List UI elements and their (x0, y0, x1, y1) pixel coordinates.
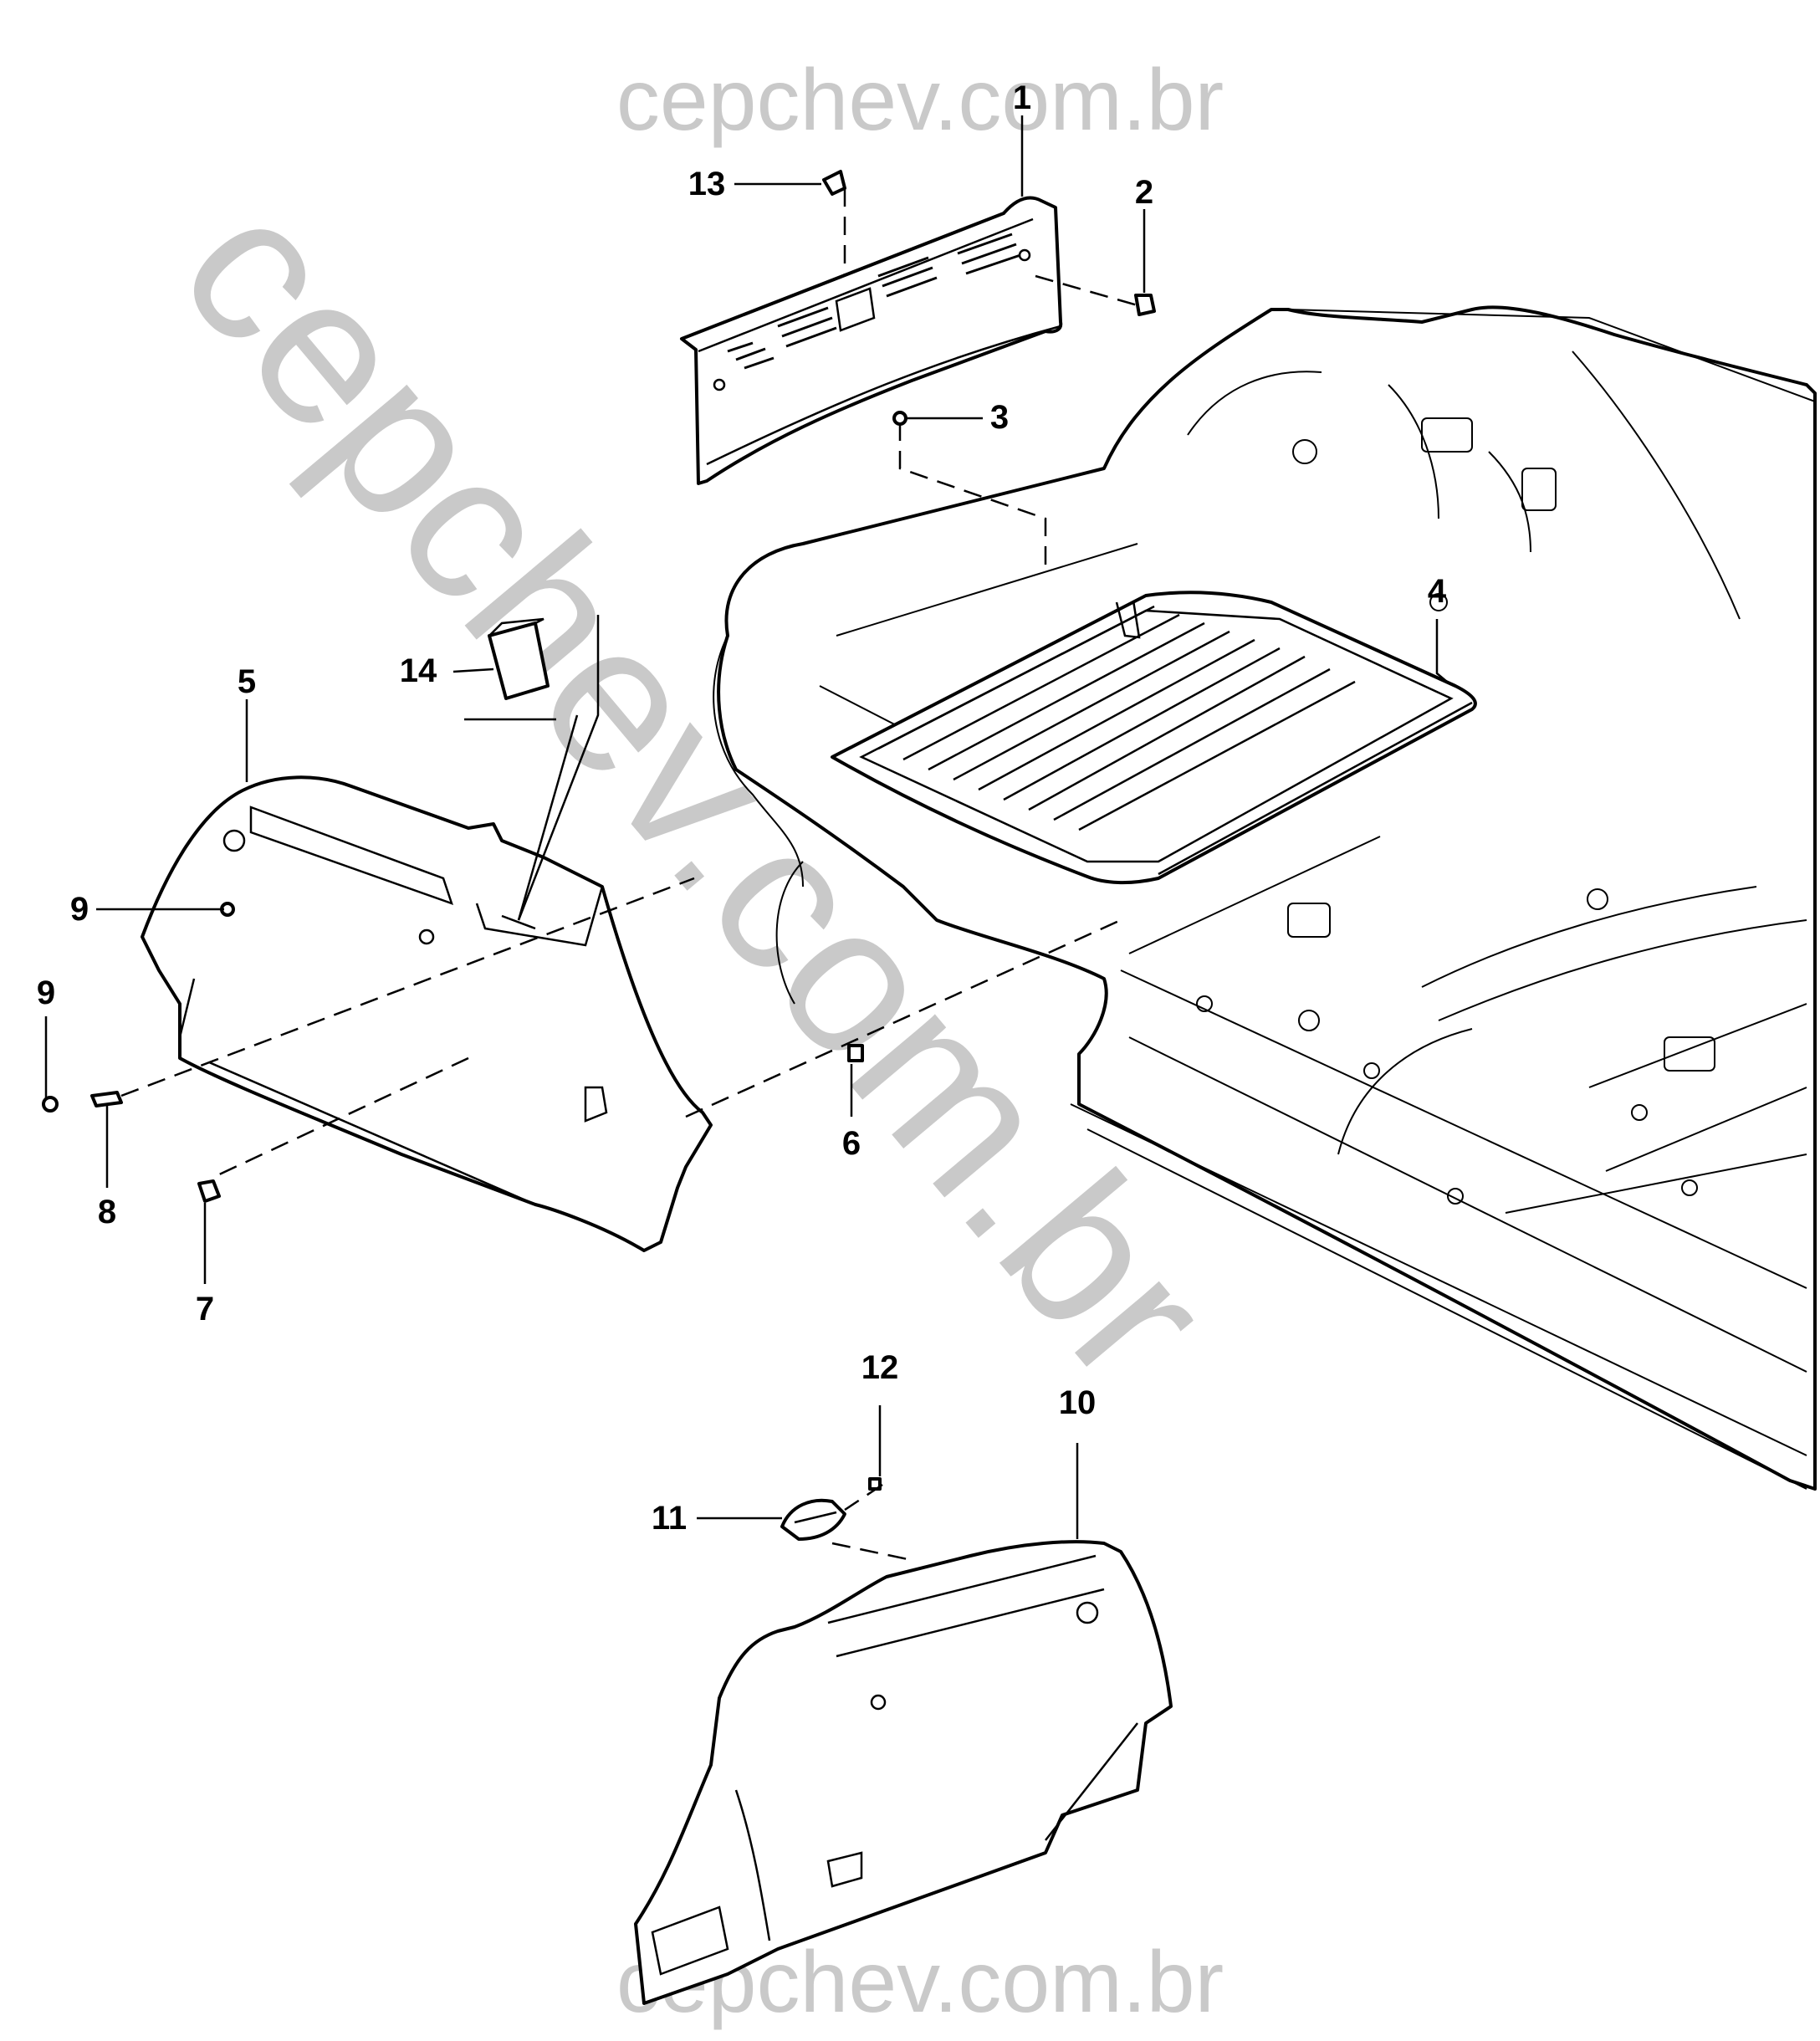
watermark-top: cepchev.com.br (616, 52, 1224, 149)
callout-3: 3 (990, 399, 1009, 436)
callout-2: 2 (1135, 174, 1153, 211)
callout-8: 8 (98, 1194, 116, 1230)
callout-1: 1 (1013, 79, 1031, 116)
nut-retainer-7 (197, 1179, 221, 1203)
rear-trim-panel (680, 196, 1063, 485)
foam-block (488, 617, 550, 700)
lamp-assembly (780, 1498, 846, 1541)
retainer-nut-2 (1134, 294, 1156, 316)
callout-5: 5 (238, 663, 256, 700)
callout-13: 13 (688, 166, 726, 202)
callout-9-a: 9 (70, 891, 89, 928)
callout-9-b: 9 (37, 974, 55, 1011)
push-pin-retainer-9b (42, 1096, 59, 1113)
callout-7: 7 (196, 1291, 214, 1327)
callout-14: 14 (400, 652, 437, 689)
push-pin-retainer-3 (892, 411, 907, 426)
callout-12: 12 (861, 1349, 899, 1386)
callout-10: 10 (1059, 1384, 1097, 1421)
quarter-trim-panel-right (634, 1540, 1173, 2005)
callout-11: 11 (652, 1500, 687, 1537)
retainer-clip-8 (90, 1091, 123, 1107)
callout-6: 6 (842, 1125, 861, 1162)
trunk-floor-panel (831, 591, 1477, 885)
clip-retainer-6 (847, 1044, 864, 1062)
clip-13 (822, 170, 846, 196)
quarter-trim-panel-left (141, 775, 713, 1252)
callout-4: 4 (1428, 573, 1447, 610)
